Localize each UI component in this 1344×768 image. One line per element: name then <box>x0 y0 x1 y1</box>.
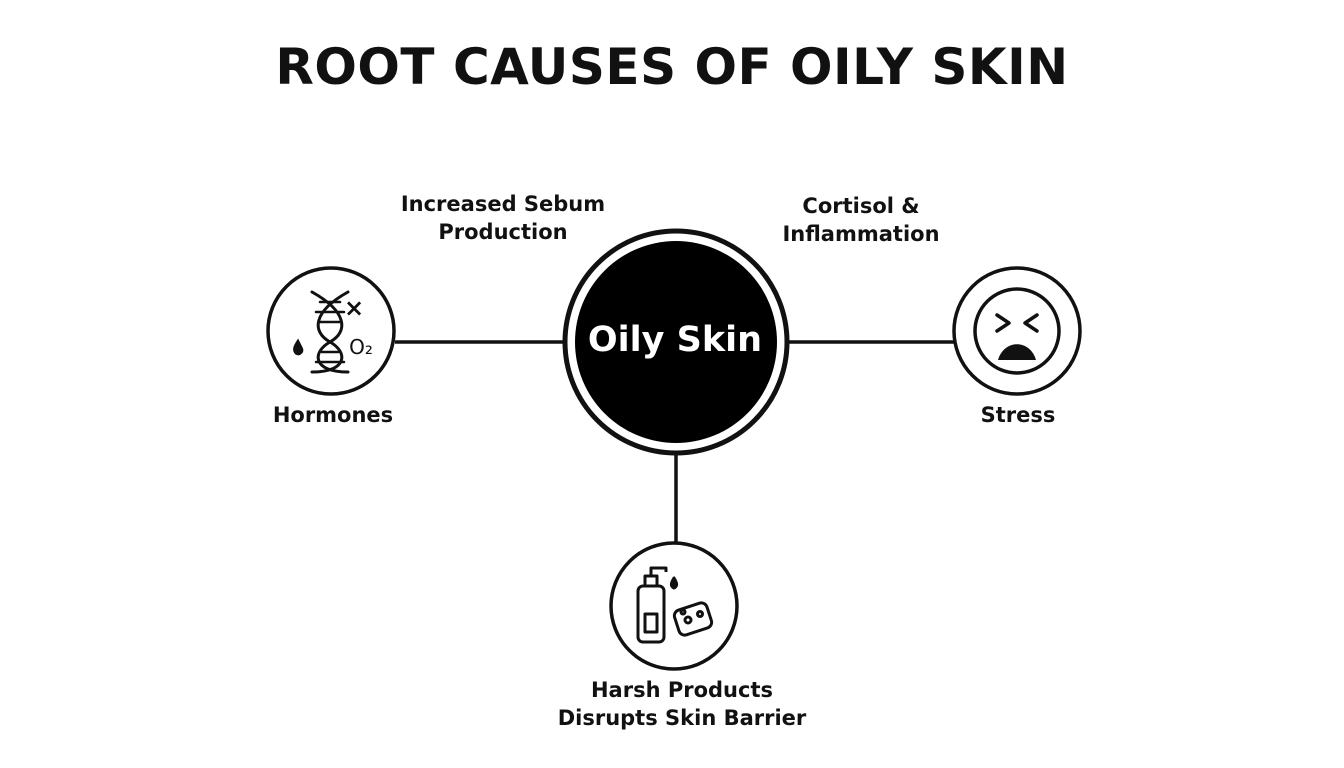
products-label-line1: Harsh Products <box>590 678 773 702</box>
soap-bottle-icon <box>636 566 714 644</box>
products-label-line2: Disrupts Skin Barrier <box>557 706 807 730</box>
center-node <box>562 228 790 456</box>
hormones-label: Hormones <box>272 403 394 427</box>
dna-icon <box>293 290 350 374</box>
center-label: Oily Skin <box>587 320 763 360</box>
diagram-title: ROOT CAUSES OF OILY SKIN <box>275 38 1069 96</box>
sebum-note-line2: Production <box>438 220 568 244</box>
x-mark-text: × <box>344 294 364 322</box>
o2-text: O₂ <box>349 335 373 359</box>
sebum-note-line1: Increased Sebum <box>400 192 606 216</box>
stress-node <box>952 266 1082 396</box>
cortisol-note: Cortisol & Inflammation <box>760 192 962 248</box>
products-node <box>609 541 739 671</box>
products-label: Harsh Products Disrupts Skin Barrier <box>532 676 832 732</box>
cortisol-note-line1: Cortisol & <box>802 194 920 218</box>
stressed-face-icon <box>973 287 1061 375</box>
hormones-node: × O₂ <box>266 266 396 396</box>
cortisol-note-line2: Inflammation <box>782 222 940 246</box>
stress-label: Stress <box>980 403 1056 427</box>
sebum-note: Increased Sebum Production <box>372 190 634 246</box>
